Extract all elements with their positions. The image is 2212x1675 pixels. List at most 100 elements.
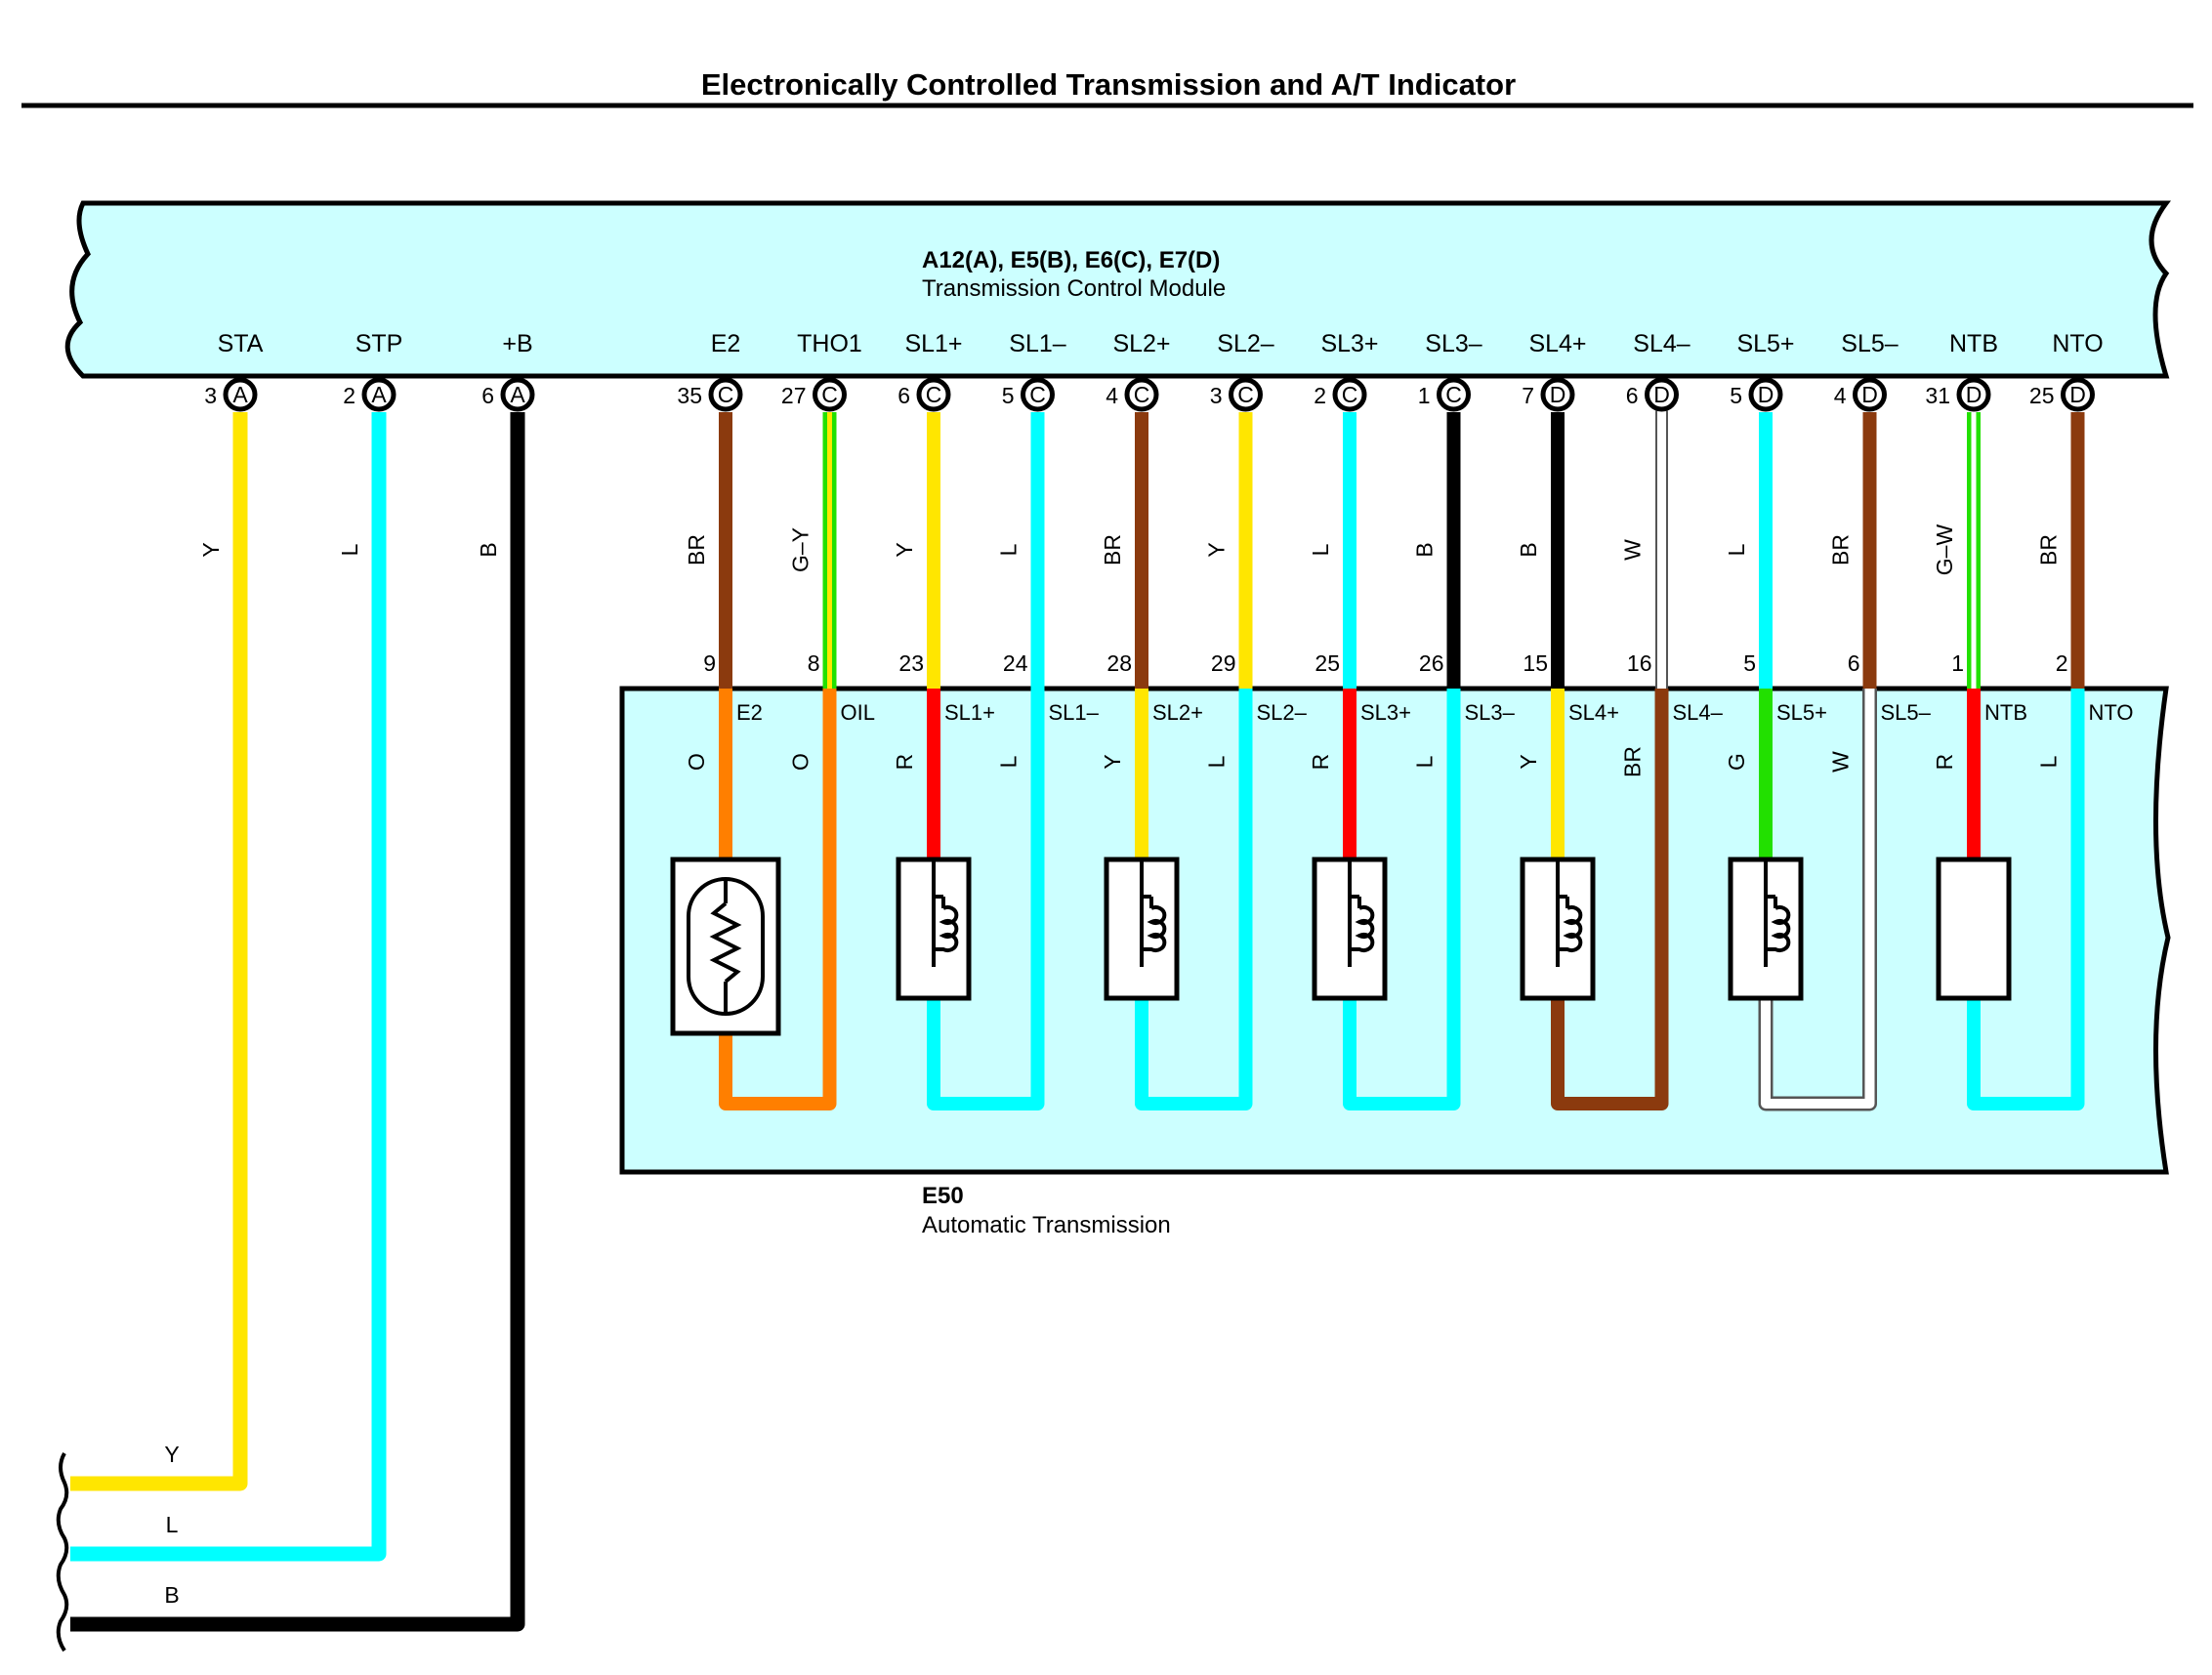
tcm-pin-number: 7 [1522, 383, 1534, 408]
tcm-terminal [1853, 377, 1887, 412]
tcm-pin-label: STA [218, 330, 264, 357]
inner-wire-code: Y [1100, 754, 1125, 769]
right-wire-group: E235BR9E2THO127G–Y8OILSL1+6Y23SL1+SL1–5L… [677, 330, 2133, 725]
inner-wire-code: R [1932, 754, 1957, 771]
inner-wire-code: L [1412, 755, 1438, 768]
tcm-pin-number: 25 [2029, 383, 2055, 408]
tcm-pin-number: 5 [1730, 383, 1742, 408]
trans-pin-number: 6 [1848, 650, 1860, 676]
wire-color-code: B [1412, 542, 1438, 557]
wire-color-code: B [1516, 542, 1541, 557]
tcm-pin-number: 2 [343, 383, 355, 408]
tcm-pin-label: SL3+ [1320, 330, 1378, 357]
transmission-code: E50 [922, 1183, 964, 1209]
trans-pin-number: 9 [703, 650, 716, 676]
sl5-solenoid-icon-coil [1766, 905, 1791, 952]
sl1-solenoid-icon-coil [934, 905, 959, 952]
tcm-terminal-letter: A [371, 382, 387, 407]
tcm-pin-label: SL4+ [1528, 330, 1586, 357]
tcm-terminal-letter: D [1861, 382, 1878, 407]
tcm-pin-number: 2 [1314, 383, 1326, 408]
trans-pin-number: 16 [1627, 650, 1652, 676]
tcm-terminal-letter: D [1966, 382, 1982, 407]
tcm-terminal [361, 377, 396, 412]
tcm-pin-label: SL4– [1633, 330, 1690, 357]
trans-pin-number: 8 [808, 650, 820, 676]
tcm-pin-number: 31 [1925, 383, 1950, 408]
wire-color-code: BR [684, 534, 709, 565]
tcm-terminal-letter: C [926, 382, 942, 407]
left-wire-0 [70, 412, 248, 1491]
tcm-pin-label: +B [502, 330, 532, 357]
tcm-terminal [1021, 377, 1055, 412]
tcm-pin-number: 3 [1210, 383, 1223, 408]
wire-color-code: L [337, 543, 362, 556]
trans-pin-number: 2 [2056, 650, 2068, 676]
oil-temp-sensor-icon-resistor [709, 901, 742, 984]
inner-wire-code: L [996, 755, 1022, 768]
tcm-terminal-letter: C [1134, 382, 1150, 407]
tcm-terminal [1645, 377, 1679, 412]
tcm-terminal [223, 377, 258, 412]
trans-pin-label: SL2– [1257, 700, 1308, 725]
tcm-pin-number: 6 [481, 383, 494, 408]
tcm-terminal [916, 377, 951, 412]
tcm-terminal-letter: C [821, 382, 838, 407]
wire-color-code: W [1620, 539, 1646, 561]
harness-wire-label: L [166, 1512, 179, 1537]
trans-pin-label: SL1+ [944, 700, 995, 725]
tcm-pin-label: SL2+ [1112, 330, 1170, 357]
wire-color-code: L [1308, 543, 1333, 556]
wire-color-code: BR [2036, 534, 2062, 565]
tcm-terminal [1437, 377, 1471, 412]
inner-wire-code: R [1308, 754, 1333, 771]
sl3-solenoid-icon-coil [1350, 905, 1375, 952]
wire-color-code: G–Y [788, 527, 814, 572]
transmission-name: Automatic Transmission [922, 1212, 1171, 1238]
wire-color-code: BR [1100, 534, 1125, 565]
tcm-terminal-letter: D [1550, 382, 1566, 407]
tcm-terminal-letter: D [1758, 382, 1774, 407]
tcm-pin-label: SL2– [1217, 330, 1273, 357]
tcm-pin-number: 4 [1834, 383, 1847, 408]
trans-pin-number: 24 [1003, 650, 1028, 676]
tcm-terminal-letter: D [1653, 382, 1670, 407]
wire-color-code: Y [892, 542, 917, 557]
wire-color-code: B [476, 542, 501, 557]
harness-break-icon [56, 1452, 69, 1653]
inner-wire-code: Y [1516, 754, 1541, 769]
sl3-solenoid-icon-lead [1348, 859, 1359, 967]
tcm-pin-number: 27 [781, 383, 807, 408]
tcm-pin-number: 6 [897, 383, 910, 408]
wire-color-code: Y [1204, 542, 1230, 557]
inner-wire-code: BR [1620, 746, 1646, 777]
tcm-terminal [1540, 377, 1575, 412]
tcm-panel [64, 200, 2171, 379]
tcm-terminal [1332, 377, 1367, 412]
trans-pin-label: NTB [1984, 700, 2027, 725]
tcm-connectors: A12(A), E5(B), E6(C), E7(D) [922, 247, 1220, 273]
left-wire-1 [70, 412, 387, 1562]
inner-wire-code: O [788, 753, 814, 771]
inner-loop-wire [1761, 689, 1875, 1109]
trans-pin-label: E2 [736, 700, 763, 725]
wire-color-code: G–W [1932, 524, 1957, 576]
tcm-terminal [2061, 377, 2095, 412]
tcm-pin-label: THO1 [797, 330, 862, 357]
transmission-components [670, 857, 2012, 1036]
transmission-panel [619, 686, 2171, 1175]
trans-pin-label: SL3– [1465, 700, 1516, 725]
tcm-terminal-letter: C [718, 382, 734, 407]
tcm-pin-label: SL3– [1425, 330, 1482, 357]
left-wire-2 [70, 412, 525, 1632]
wire-color-code: L [996, 543, 1022, 556]
tcm-terminal [500, 377, 535, 412]
inner-loop-wire [1343, 689, 1461, 1110]
tcm-pin-number: 6 [1626, 383, 1639, 408]
trans-pin-number: 26 [1419, 650, 1444, 676]
sl4-solenoid-icon-coil [1558, 905, 1583, 952]
tcm-terminal-letter: C [1445, 382, 1462, 407]
tcm-pin-label: NTO [2052, 330, 2103, 357]
